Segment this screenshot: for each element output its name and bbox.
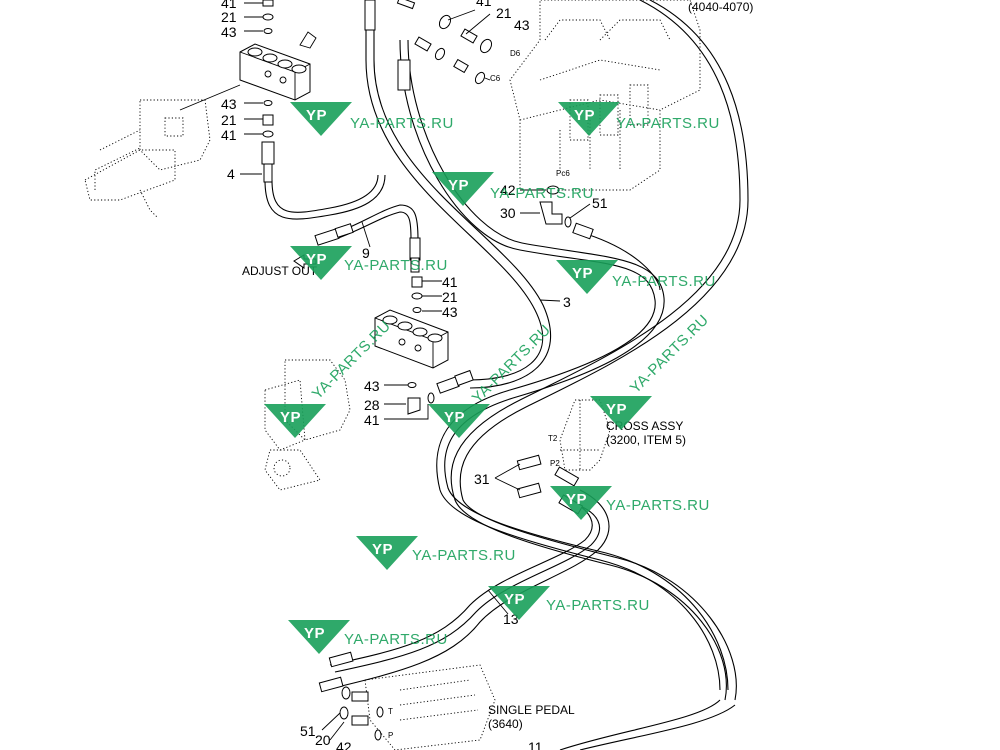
callout-21: 21 (221, 9, 237, 25)
port-pc6: Pc6 (556, 169, 570, 178)
valve-block-dotted (509, 0, 701, 191)
callout-31: 31 (474, 471, 490, 487)
svg-text:YA-PARTS.RU: YA-PARTS.RU (344, 257, 448, 274)
leader-lines (179, 2, 591, 741)
hose-long-bundle (399, 0, 749, 701)
svg-text:YP: YP (574, 107, 595, 124)
callout-43: 43 (221, 96, 237, 112)
port-labels: D6 C6 Pc6 T2 P2 T P (388, 49, 570, 740)
hose-4 (264, 174, 386, 220)
svg-text:YP: YP (448, 177, 469, 194)
fittings-upper-stack (261, 0, 317, 183)
svg-text:YA-PARTS.RU: YA-PARTS.RU (344, 631, 448, 648)
svg-text:YP: YP (372, 541, 393, 558)
port-t2: T2 (548, 434, 558, 443)
single-pedal-note: SINGLE PEDAL (488, 703, 575, 717)
svg-text:YA-PARTS.RU: YA-PARTS.RU (350, 115, 454, 132)
range-note: (4040-4070) (688, 0, 753, 14)
svg-text:YA-PARTS.RU: YA-PARTS.RU (606, 497, 710, 514)
svg-text:YP: YP (606, 401, 627, 418)
svg-text:YA-PARTS.RU: YA-PARTS.RU (612, 273, 716, 290)
port-c6: C6 (490, 74, 501, 83)
manifold-block-upper (239, 43, 311, 101)
port-p: P (388, 731, 393, 740)
callout-4: 4 (227, 166, 235, 182)
callout-51: 51 (300, 723, 316, 739)
hose-11 (559, 699, 736, 750)
callout-21: 21 (221, 112, 237, 128)
svg-text:YA-PARTS.RU: YA-PARTS.RU (469, 321, 554, 406)
watermark-logo: YP YA-PARTS.RU (290, 246, 448, 280)
svg-text:YA-PARTS.RU: YA-PARTS.RU (616, 115, 720, 132)
callout-43: 43 (221, 24, 237, 40)
callout-21: 21 (496, 5, 512, 21)
callout-43: 43 (364, 378, 380, 394)
svg-text:YP: YP (306, 107, 327, 124)
svg-text:YP: YP (444, 409, 465, 426)
port-t: T (388, 707, 393, 716)
watermark-logo: YP YA-PARTS.RU (550, 486, 710, 520)
callout-11: 11 (528, 739, 543, 750)
pedal-fittings (318, 651, 384, 741)
port-d6: D6 (510, 49, 521, 58)
svg-text:YA-PARTS.RU: YA-PARTS.RU (546, 597, 650, 614)
manifold-block-lower (374, 309, 449, 369)
svg-text:YP: YP (566, 491, 587, 508)
callout-41: 41 (442, 274, 458, 290)
watermark-logo: YP YA-PARTS.RU (290, 102, 454, 136)
callout-42: 42 (336, 739, 352, 750)
callout-43: 43 (514, 17, 530, 33)
callout-41: 41 (364, 412, 380, 428)
callout-30: 30 (500, 205, 516, 221)
hose-3 (365, 0, 552, 389)
svg-text:YA-PARTS.RU: YA-PARTS.RU (490, 185, 594, 202)
svg-text:YA-PARTS.RU: YA-PARTS.RU (309, 317, 394, 402)
callout-51: 51 (592, 195, 608, 211)
single-pedal-ref: (3640) (488, 717, 523, 731)
callout-41: 41 (476, 0, 492, 9)
valve-side-fittings (396, 0, 594, 240)
watermark-logo: YP YA-PARTS.RU (556, 260, 716, 294)
callout-41: 41 (221, 127, 237, 143)
callout-9: 9 (362, 245, 370, 261)
callout-43: 43 (442, 304, 458, 320)
watermark-logo: YP YA-PARTS.RU (432, 172, 594, 206)
callout-41: 41 (221, 0, 237, 11)
left-bracket-dotted (84, 99, 211, 219)
svg-text:YP: YP (304, 625, 325, 642)
fittings-mid-stack (407, 276, 474, 415)
svg-text:YP: YP (572, 265, 593, 282)
svg-text:YP: YP (306, 251, 327, 268)
adjust-out-note: ADJUST OUT (242, 264, 318, 278)
cross-assy-dotted (559, 399, 611, 471)
mid-bracket-dotted (264, 359, 351, 491)
svg-text:YA-PARTS.RU: YA-PARTS.RU (627, 311, 712, 396)
callout-21: 21 (442, 289, 458, 305)
callout-3: 3 (563, 294, 571, 310)
hose-end-fittings (314, 0, 421, 273)
svg-text:YP: YP (504, 591, 525, 608)
callout-28: 28 (364, 397, 380, 413)
callouts: 41 21 43 43 21 41 4 9 41 21 43 41 21 43 … (221, 0, 608, 750)
svg-text:YA-PARTS.RU: YA-PARTS.RU (412, 547, 516, 564)
watermark-logo: YP YA-PARTS.RU (356, 536, 516, 570)
watermark-logo: YP YA-PARTS.RU (558, 102, 720, 136)
watermark-logo: YP YA-PARTS.RU (488, 586, 650, 620)
hose-13 (324, 489, 610, 691)
pedal-dotted (364, 664, 496, 750)
hose-51 (579, 231, 661, 291)
svg-text:YP: YP (280, 409, 301, 426)
port-p2: P2 (550, 459, 560, 468)
callout-20: 20 (315, 732, 331, 748)
callout-42: 42 (500, 182, 516, 198)
cross-assy-ref: (3200, ITEM 5) (606, 433, 686, 447)
watermark-logo: YP YA-PARTS.RU (288, 620, 448, 654)
